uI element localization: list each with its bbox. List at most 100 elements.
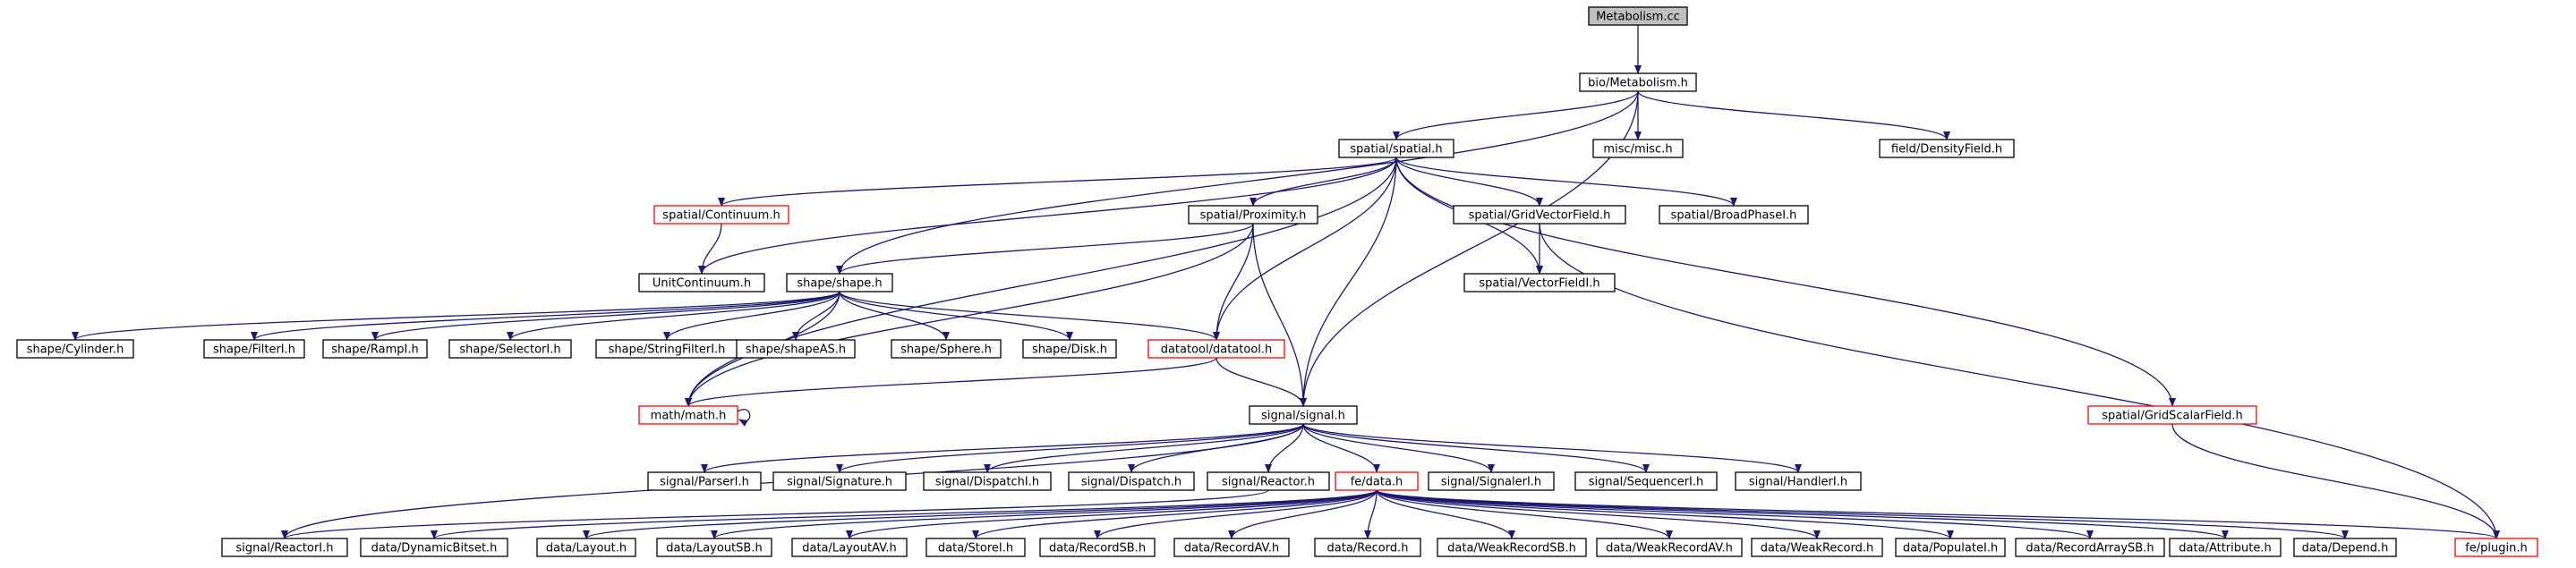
edge-fe_data-to-data_weakrecord	[1376, 489, 1821, 539]
node-data-weakrecordav[interactable]: data/WeakRecordAV.h	[1596, 538, 1743, 557]
node-datatool[interactable]: datatool/datatool.h	[1147, 339, 1285, 359]
node-label: shape/shapeAS.h	[746, 343, 846, 357]
node-misc-misc[interactable]: misc/misc.h	[1592, 139, 1684, 158]
node-box	[1879, 139, 2015, 158]
node-label: spatial/Proximity.h	[1200, 209, 1307, 223]
node-label: signal/Dispatch.h	[1081, 476, 1181, 489]
node-box	[1022, 339, 1117, 359]
node-signal-dispatchi[interactable]: signal/DispatchI.h	[923, 471, 1052, 491]
edge-fe_data-to-data_attribute	[1376, 489, 2229, 539]
edge-spatial_continuum-to-unit_continuum	[698, 223, 722, 275]
node-label: signal/ReactorI.h	[236, 542, 334, 555]
node-data-recordsb[interactable]: data/RecordSB.h	[1039, 538, 1156, 557]
node-box	[736, 339, 856, 359]
nodes-layer: Metabolism.ccbio/Metabolism.hspatial/spa…	[16, 6, 2538, 557]
node-box	[1338, 139, 1454, 158]
node-signal-signature[interactable]: signal/Signature.h	[772, 471, 907, 491]
node-box	[2169, 538, 2282, 557]
node-data-attribute[interactable]: data/Attribute.h	[2169, 538, 2282, 557]
node-box	[1147, 339, 1285, 359]
node-box	[925, 538, 1026, 557]
node-data-weakrecordsb[interactable]: data/WeakRecordSB.h	[1437, 538, 1587, 557]
node-signal-dispatch[interactable]: signal/Dispatch.h	[1068, 471, 1195, 491]
node-math-math[interactable]: math/math.h	[638, 405, 738, 425]
node-box	[1592, 139, 1684, 158]
node-spatial-continuum[interactable]: spatial/Continuum.h	[653, 205, 789, 225]
node-spatial-spatial[interactable]: spatial/spatial.h	[1338, 139, 1454, 158]
node-label: signal/signal.h	[1261, 410, 1345, 423]
edge-fe_data-to-data_layout	[583, 489, 1378, 539]
node-box	[221, 538, 348, 557]
node-signal-signal[interactable]: signal/signal.h	[1249, 405, 1358, 425]
node-data-record[interactable]: data/Record.h	[1314, 538, 1421, 557]
node-shape-shape[interactable]: shape/shape.h	[786, 273, 893, 292]
node-box	[1207, 471, 1330, 491]
node-label: shape/FilterI.h	[213, 343, 295, 357]
node-box	[923, 471, 1052, 491]
node-data-weakrecord[interactable]: data/WeakRecord.h	[1751, 538, 1883, 557]
node-spatial-vectorfieldi[interactable]: spatial/VectorFieldI.h	[1463, 273, 1616, 292]
node-data-recordarraysb[interactable]: data/RecordArraySB.h	[2015, 538, 2165, 557]
node-spatial-gridscalar[interactable]: spatial/GridScalarField.h	[2087, 405, 2257, 425]
node-spatial-gridvector[interactable]: spatial/GridVectorField.h	[1453, 205, 1626, 225]
edge-signal_signal-to-signal_signature	[836, 423, 1304, 473]
node-box	[638, 405, 738, 425]
node-signal-parseri[interactable]: signal/ParserI.h	[647, 471, 762, 491]
edge-shape_shape-to-shape_selectori	[507, 291, 840, 341]
node-data-layoutsb[interactable]: data/LayoutSB.h	[656, 538, 772, 557]
node-data-populatei[interactable]: data/PopulateI.h	[1895, 538, 2006, 557]
edge-spatial_proximity-to-signal_signal	[1252, 223, 1307, 407]
node-spatial-broadphase[interactable]: spatial/BroadPhaseI.h	[1659, 205, 1809, 225]
node-data-layout[interactable]: data/Layout.h	[536, 538, 636, 557]
node-signal-sequenceri[interactable]: signal/SequencerI.h	[1574, 471, 1718, 491]
node-shape-filteri[interactable]: shape/FilterI.h	[203, 339, 305, 359]
node-signal-reactor[interactable]: signal/Reactor.h	[1207, 471, 1330, 491]
node-shape-selectori[interactable]: shape/SelectorI.h	[448, 339, 572, 359]
node-label: data/LayoutSB.h	[666, 542, 762, 555]
node-signal-reactori[interactable]: signal/ReactorI.h	[221, 538, 348, 557]
node-field-density[interactable]: field/DensityField.h	[1879, 139, 2015, 158]
node-data-depend[interactable]: data/Depend.h	[2293, 538, 2397, 557]
node-box	[891, 339, 1002, 359]
edge-shape_shape-to-datatool	[839, 291, 1220, 341]
node-data-dynamicbitset[interactable]: data/DynamicBitset.h	[360, 538, 508, 557]
edge-signal_signal-to-signal_dispatchi	[984, 423, 1304, 473]
node-spatial-proximity[interactable]: spatial/Proximity.h	[1188, 205, 1318, 225]
node-data-recordav[interactable]: data/RecordAV.h	[1173, 538, 1290, 557]
node-fe-plugin[interactable]: fe/plugin.h	[2454, 538, 2538, 557]
node-shape-sphere[interactable]: shape/Sphere.h	[891, 339, 1002, 359]
node-label: data/Attribute.h	[2179, 542, 2271, 555]
node-unit-continuum[interactable]: UnitContinuum.h	[638, 273, 765, 292]
node-label: data/PopulateI.h	[1903, 542, 1998, 555]
node-fe-data[interactable]: fe/data.h	[1335, 471, 1419, 491]
node-bio-metabolism[interactable]: bio/Metabolism.h	[1579, 72, 1697, 92]
node-data-storei[interactable]: data/StoreI.h	[925, 538, 1026, 557]
node-box	[786, 273, 893, 292]
node-box	[322, 339, 428, 359]
node-box	[1574, 471, 1718, 491]
node-signal-handleri[interactable]: signal/HandlerI.h	[1735, 471, 1862, 491]
node-shape-rampi[interactable]: shape/RampI.h	[322, 339, 428, 359]
node-shape-disk[interactable]: shape/Disk.h	[1022, 339, 1117, 359]
edge-math_math-to-math_math	[737, 409, 751, 427]
node-box	[1039, 538, 1156, 557]
node-label: UnitContinuum.h	[653, 277, 751, 291]
node-label: spatial/GridScalarField.h	[2102, 410, 2243, 423]
edge-datatool-to-math_math	[685, 357, 1217, 407]
node-shape-stringfilteri[interactable]: shape/StringFilterI.h	[595, 339, 738, 359]
node-shape-cylinder[interactable]: shape/Cylinder.h	[16, 339, 134, 359]
node-signal-signaleri[interactable]: signal/SignalerI.h	[1428, 471, 1555, 491]
edge-fe_data-to-data_record	[1364, 489, 1378, 539]
edge-spatial_spatial-to-signal_signal	[1300, 157, 1397, 407]
node-data-layoutav[interactable]: data/LayoutAV.h	[791, 538, 908, 557]
edge-datatool-to-signal_signal	[1215, 357, 1307, 407]
node-label: signal/Reactor.h	[1222, 476, 1315, 489]
edge-spatial_spatial-to-spatial_gridvector	[1395, 157, 1543, 207]
edge-fe_data-to-data_storei	[972, 489, 1378, 539]
node-shape-shapeas[interactable]: shape/shapeAS.h	[736, 339, 856, 359]
node-label: data/Record.h	[1327, 542, 1409, 555]
edge-spatial_spatial-to-math_math	[685, 157, 1397, 407]
edge-shape_shape-to-shape_disk	[839, 291, 1073, 341]
edge-bio_metabolism-to-shape_shape	[836, 90, 1639, 275]
